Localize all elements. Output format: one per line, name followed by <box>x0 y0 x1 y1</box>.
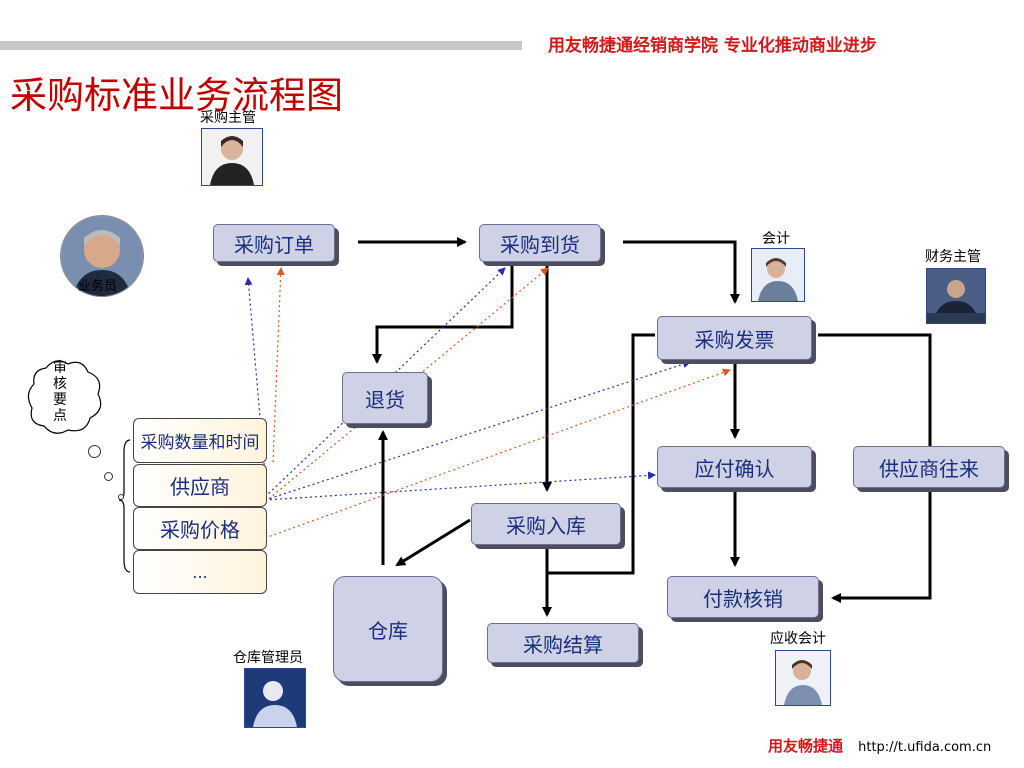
role-label-receivable-accountant: 应收会计 <box>770 631 826 647</box>
header-slogan: 用友畅捷通经销商学院 专业化推动商业进步 <box>548 36 877 56</box>
node-purchase-order[interactable]: 采购订单 <box>213 224 335 262</box>
node-return-goods[interactable]: 退货 <box>342 372 428 424</box>
review-item-price: 采购价格 <box>133 507 267 550</box>
node-goods-arrival[interactable]: 采购到货 <box>479 224 601 262</box>
node-purchase-inbound[interactable]: 采购入库 <box>471 503 621 545</box>
review-item-supplier: 供应商 <box>133 464 267 507</box>
role-label-salesman: 业务员 <box>78 279 118 294</box>
receivable-accountant-avatar <box>775 650 831 706</box>
review-cloud-label: 审 核 要 点 <box>51 360 69 424</box>
role-label-accountant: 会计 <box>762 231 790 247</box>
review-cloud-char-4: 点 <box>53 408 67 424</box>
node-purchase-invoice[interactable]: 采购发票 <box>657 316 812 360</box>
header-bar <box>0 41 522 50</box>
review-cloud-char-3: 要 <box>53 392 67 408</box>
node-purchase-settlement[interactable]: 采购结算 <box>487 623 639 663</box>
thought-bubble-small <box>118 494 124 500</box>
review-cloud-shape <box>27 360 102 434</box>
footer-url[interactable]: http://t.ufida.com.cn <box>858 740 992 755</box>
thought-bubble-large <box>88 445 101 458</box>
thought-bubble-medium <box>104 472 113 481</box>
purchase-manager-avatar <box>201 128 263 186</box>
salesman-avatar <box>60 215 144 297</box>
footer-brand: 用友畅捷通 <box>768 737 844 755</box>
node-supplier-account[interactable]: 供应商往来 <box>853 446 1005 488</box>
review-item-more: ... <box>133 550 267 594</box>
node-payable-confirm[interactable]: 应付确认 <box>657 446 812 488</box>
node-warehouse[interactable]: 仓库 <box>333 576 443 682</box>
role-label-warehouse-manager: 仓库管理员 <box>233 650 303 666</box>
review-cloud-char-1: 审 <box>53 360 67 376</box>
footer: 用友畅捷通 http://t.ufida.com.cn <box>768 735 991 756</box>
accountant-avatar <box>751 248 805 302</box>
finance-manager-avatar <box>926 268 986 324</box>
review-cloud-char-2: 核 <box>53 376 67 392</box>
review-item-quantity-time: 采购数量和时间 <box>133 418 267 463</box>
node-payment-writeoff[interactable]: 付款核销 <box>667 576 819 618</box>
page-title: 采购标准业务流程图 <box>10 74 343 117</box>
role-label-finance-manager: 财务主管 <box>925 249 981 265</box>
role-label-purchase-manager: 采购主管 <box>200 110 256 126</box>
warehouse-manager-avatar <box>244 668 306 728</box>
